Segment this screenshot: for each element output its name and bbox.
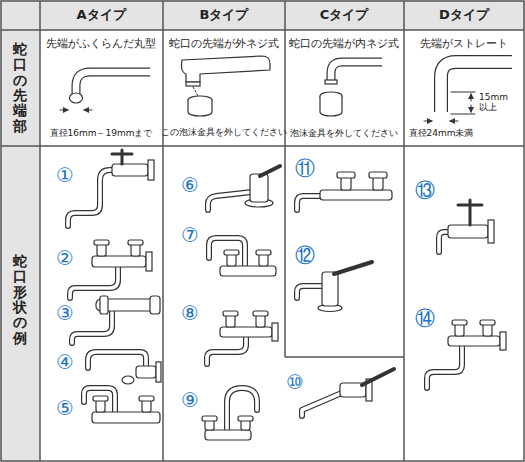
callout-number: ③: [56, 302, 74, 325]
tip-description: 蛇口の先端が内ネジ式: [289, 37, 399, 49]
row-header: 蛇口形状の例: [13, 254, 27, 346]
callout-number: ⑩: [286, 371, 304, 394]
callout-number: ⑪: [295, 157, 315, 180]
column-header: Cタイプ: [320, 8, 369, 23]
row-header: 蛇口の先端部: [13, 42, 27, 134]
tip-note: この泡沫金具を外してください: [161, 128, 287, 138]
callout-number: ⑤: [56, 397, 74, 420]
callout-number: ④: [56, 351, 74, 374]
tip-note: 泡沫金具を外してください: [290, 128, 398, 138]
callout-number: ⑥: [181, 174, 199, 197]
tip-description: 先端がストレート: [420, 37, 508, 49]
callout-number: ⑨: [181, 389, 199, 412]
callout-number: ⑫: [295, 244, 315, 267]
tip-note: 直径16mm～19mmまで: [50, 128, 153, 138]
callout-number: ②: [56, 247, 74, 270]
callout-number: ⑧: [181, 302, 199, 325]
dimension-label: 直径24mm未満: [409, 128, 474, 138]
callout-number: ⑬: [415, 179, 435, 202]
tip-description: 蛇口の先端が外ネジ式: [169, 37, 279, 49]
callout-number: ⑦: [181, 224, 199, 247]
column-header: Aタイプ: [76, 8, 125, 23]
callout-number: ①: [56, 164, 74, 187]
tip-description: 先端がふくらんだ丸型: [46, 37, 156, 49]
dimension-label: 15mm 以上: [479, 92, 513, 113]
column-header: Bタイプ: [200, 8, 249, 23]
callout-number: ⑭: [415, 307, 435, 330]
column-header: Dタイプ: [439, 8, 489, 23]
